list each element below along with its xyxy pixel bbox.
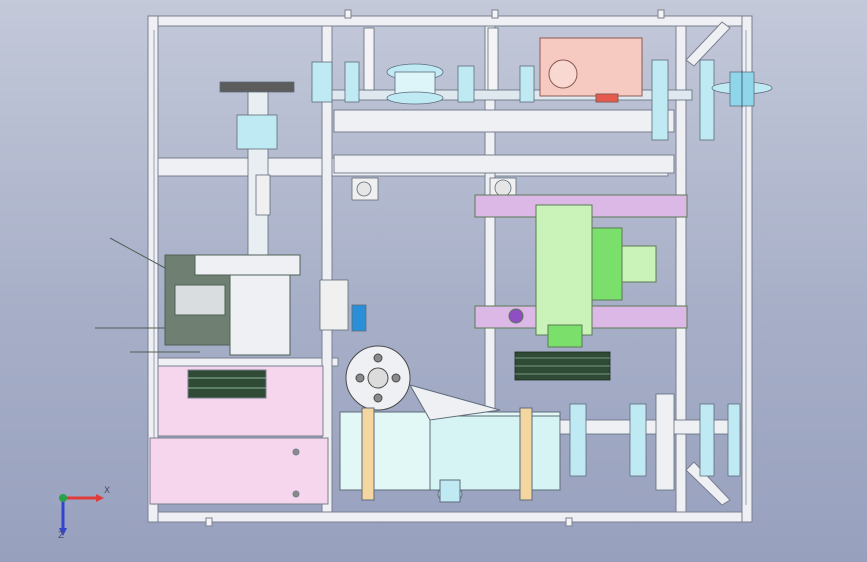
x-axis-arrowhead xyxy=(96,494,104,502)
right-belt-pulley xyxy=(514,351,611,381)
axis-triad xyxy=(53,488,104,536)
top-gearbox xyxy=(539,37,643,103)
z-axis-label: Z xyxy=(58,531,65,541)
green-gear-reducer xyxy=(474,194,688,348)
outer-frame xyxy=(147,15,753,523)
sprocket-wheel xyxy=(345,345,411,411)
z-axis-arrowhead xyxy=(59,528,67,536)
main-motor-cylinder xyxy=(339,384,561,503)
left-lower-section xyxy=(149,365,329,505)
top-shaft-assembly xyxy=(311,27,693,105)
lower-right-pulleys xyxy=(559,393,741,491)
x-axis-label: X xyxy=(104,486,111,496)
y-axis-dot xyxy=(59,494,67,502)
right-top-pulleys xyxy=(651,59,773,141)
corner-braces xyxy=(685,21,731,506)
frame-tabs xyxy=(205,9,665,527)
left-cutting-head xyxy=(95,237,301,356)
